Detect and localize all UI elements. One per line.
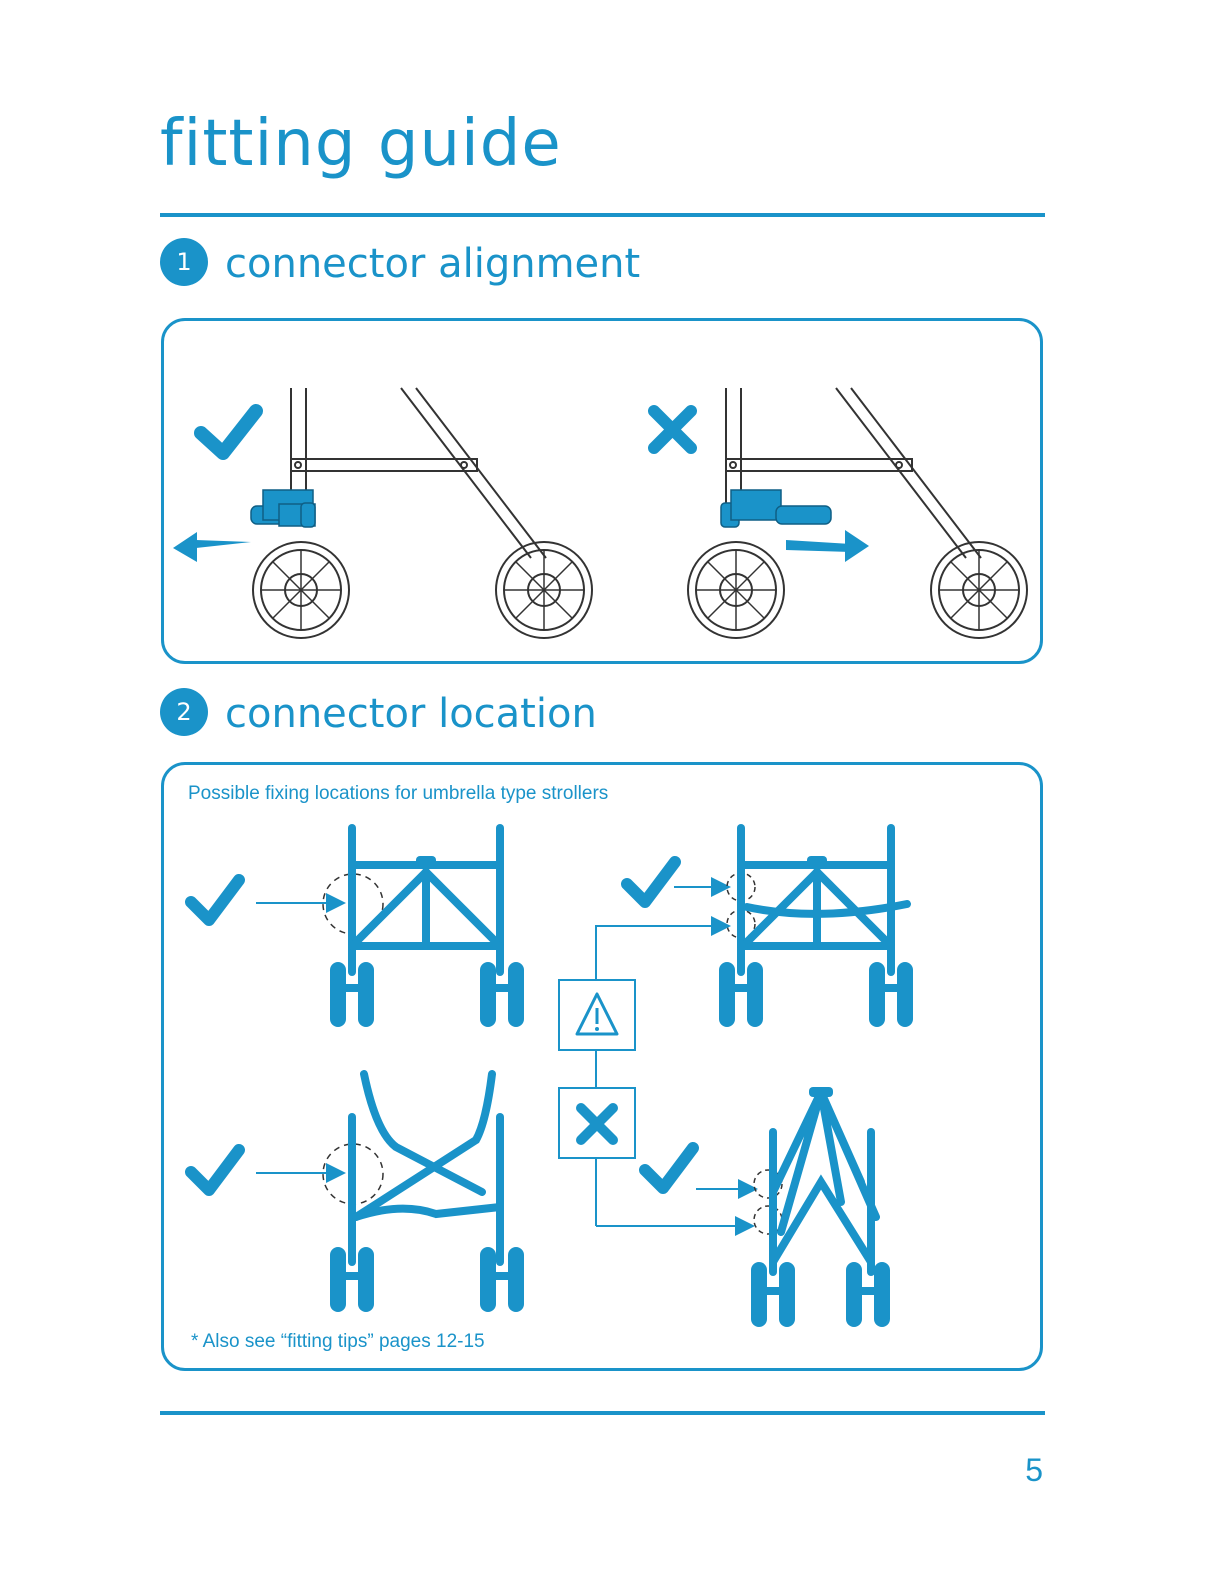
section-1-number: 1 [160, 238, 208, 286]
location-illustration [161, 762, 1043, 1371]
stroller-folded [773, 1092, 876, 1272]
bottom-divider [160, 1411, 1045, 1415]
warning-triangle-icon [559, 980, 635, 1050]
section-2-title: connector location [225, 694, 597, 734]
arrow-left [173, 532, 251, 562]
check-icon [191, 1150, 239, 1190]
check-icon [627, 862, 675, 902]
section-2-number: 2 [160, 688, 208, 736]
stroller-front-crossed [352, 1074, 500, 1262]
page-title: fitting guide [160, 112, 562, 176]
connector-incorrect [721, 490, 831, 527]
location-panel: Possible fixing locations for umbrella t… [161, 762, 1043, 1371]
check-icon [201, 411, 256, 453]
check-icon [645, 1148, 693, 1188]
top-divider [160, 213, 1045, 217]
stroller-front-open [352, 828, 500, 972]
arrow-right [786, 530, 869, 562]
stroller-front-partial [741, 828, 907, 972]
alignment-panel [161, 318, 1043, 664]
wheels [330, 962, 524, 1027]
check-icon [191, 880, 239, 920]
connector-correct [251, 490, 315, 527]
alignment-illustration [161, 318, 1043, 664]
section-1-title: connector alignment [225, 244, 640, 284]
cross-icon [559, 1088, 635, 1158]
page-number: 5 [1025, 1452, 1043, 1489]
cross-icon [654, 411, 691, 448]
